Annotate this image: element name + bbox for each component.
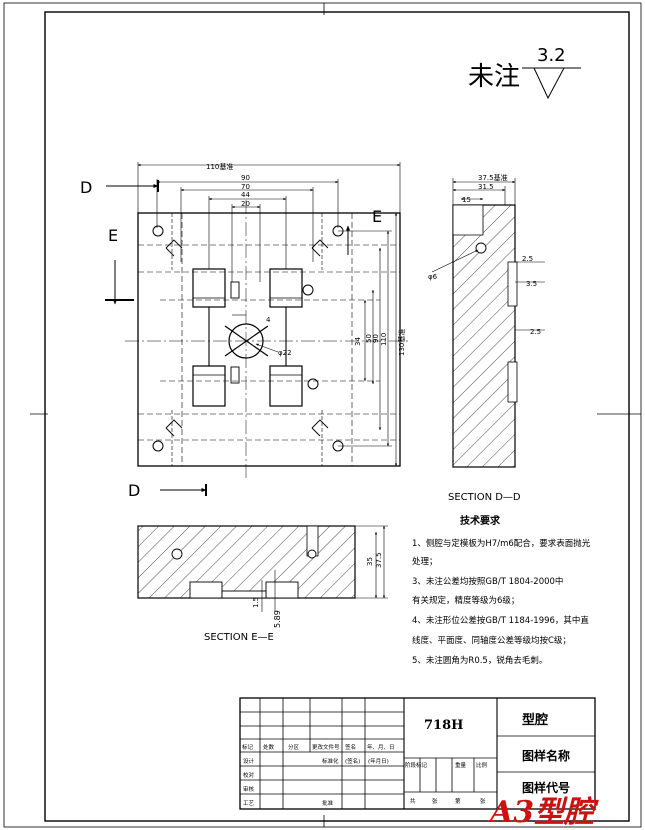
bottom-view-dim-text: 35 37.5 1.5 5.89 SECTION E—E xyxy=(204,552,383,643)
sprue-circle xyxy=(228,323,264,359)
svg-text:50: 50 xyxy=(365,334,373,343)
svg-text:标记: 标记 xyxy=(242,743,254,751)
svg-text:2.5: 2.5 xyxy=(530,328,541,336)
tech-req-title: 技术要求 xyxy=(460,514,501,527)
svg-text:110基准: 110基准 xyxy=(206,162,233,171)
svg-text:φ6: φ6 xyxy=(428,273,438,281)
surface-roughness-note: 未注 3.2 xyxy=(468,45,581,100)
svg-text:工艺: 工艺 xyxy=(243,800,255,807)
cavity-upper-left xyxy=(192,268,226,308)
svg-text:110: 110 xyxy=(380,333,388,346)
technical-requirements: 技术要求 1、侧腔与定模板为H7/m6配合，要求表面抛光 处理； 3、未注公差均… xyxy=(412,514,591,666)
cavity-lower-right xyxy=(269,365,303,407)
svg-text:重量: 重量 xyxy=(455,761,467,769)
svg-text:44: 44 xyxy=(241,191,250,199)
svg-text:4: 4 xyxy=(266,316,271,324)
svg-text:设计: 设计 xyxy=(243,757,255,765)
svg-text:34: 34 xyxy=(354,337,362,346)
svg-text:(签名): (签名) xyxy=(345,757,360,765)
section-mark-e-left: E xyxy=(108,226,118,245)
section-ee-caption: SECTION E—E xyxy=(204,632,274,643)
svg-text:5.89: 5.89 xyxy=(273,610,282,628)
svg-text:37.5基准: 37.5基准 xyxy=(478,173,508,182)
side-view-dimensions xyxy=(431,178,545,331)
plan-view-dim-text: 110基准 90 70 44 20 4 φ22 34 50 90 110 130… xyxy=(206,162,406,357)
svg-text:共: 共 xyxy=(410,797,416,805)
tech-req-line: 处理； xyxy=(412,556,438,567)
section-mark-e-right: E xyxy=(372,207,382,226)
material-label: 718H xyxy=(424,718,463,733)
sheet-stamp: A3型腔 xyxy=(487,795,599,830)
section-markers xyxy=(105,180,350,496)
svg-text:张: 张 xyxy=(432,797,438,805)
svg-text:签名: 签名 xyxy=(345,743,356,751)
svg-text:阶段标记: 阶段标记 xyxy=(405,761,428,769)
svg-text:37.5: 37.5 xyxy=(375,552,383,568)
svg-text:2.5: 2.5 xyxy=(522,255,533,263)
roughness-symbol-icon xyxy=(522,67,581,100)
plate-outline xyxy=(137,212,401,467)
svg-text:90: 90 xyxy=(372,334,380,343)
tech-req-line: 线度、平面度、同轴度公差等级均按C级； xyxy=(412,635,571,646)
roughness-value: 3.2 xyxy=(537,45,566,66)
svg-text:(年月日): (年月日) xyxy=(368,757,389,765)
title-block xyxy=(239,697,596,810)
svg-text:φ22: φ22 xyxy=(278,349,292,357)
svg-text:130基准: 130基准 xyxy=(397,329,406,356)
svg-text:15: 15 xyxy=(462,196,471,204)
plan-view xyxy=(125,200,410,480)
svg-text:批准: 批准 xyxy=(322,799,334,807)
sheet-frame xyxy=(3,2,642,828)
svg-text:1.5: 1.5 xyxy=(252,597,260,608)
cavity-upper-right xyxy=(269,268,303,308)
tech-req-line: 有关规定，精度等级为6级； xyxy=(412,595,519,606)
svg-text:标准化: 标准化 xyxy=(322,757,339,765)
section-mark-d-bottom: D xyxy=(128,481,140,500)
tech-req-line: 5、未注圆角为R0.5，锐角去毛刺。 xyxy=(412,655,547,666)
title-block-text: 718H 型腔 图样名称 图样代号 标记 处数 分区 更改文件号 签名 年、月、… xyxy=(242,712,570,807)
cavity-lower-left xyxy=(192,365,226,407)
svg-text:35: 35 xyxy=(366,557,374,566)
svg-text:张: 张 xyxy=(480,797,486,805)
svg-text:90: 90 xyxy=(241,174,250,182)
drawing-code-label: 图样代号 xyxy=(522,780,570,795)
svg-text:31.5: 31.5 xyxy=(478,183,494,191)
bottom-view xyxy=(137,525,356,599)
tech-req-line: 4、未注形位公差按GB/T 1184-1996，其中直 xyxy=(412,615,589,626)
svg-text:70: 70 xyxy=(241,183,250,191)
unspecified-label: 未注 xyxy=(468,62,520,92)
svg-text:比例: 比例 xyxy=(476,761,488,769)
side-view-dim-text: 37.5基准 31.5 15 2.5 3.5 2.5 φ6 SECTION D—… xyxy=(428,173,541,503)
svg-text:审核: 审核 xyxy=(243,785,255,793)
svg-text:更改文件号: 更改文件号 xyxy=(312,743,340,751)
side-view xyxy=(452,204,518,468)
svg-text:校对: 校对 xyxy=(243,771,255,779)
svg-text:年、月、日: 年、月、日 xyxy=(367,743,395,751)
plan-view-dimensions xyxy=(137,162,401,467)
svg-text:分区: 分区 xyxy=(288,743,300,751)
tech-req-line: 1、侧腔与定模板为H7/m6配合，要求表面抛光 xyxy=(412,538,591,549)
drawing-name-label: 图样名称 xyxy=(522,748,570,763)
svg-text:20: 20 xyxy=(241,200,250,208)
section-mark-d-top: D xyxy=(80,178,92,197)
svg-text:处数: 处数 xyxy=(263,743,275,751)
bottom-view-dimensions xyxy=(261,525,388,612)
svg-text:3.5: 3.5 xyxy=(526,280,537,288)
tech-req-line: 3、未注公差均按照GB/T 1804-2000中 xyxy=(412,576,563,587)
svg-text:第: 第 xyxy=(455,797,461,805)
part-name: 型腔 xyxy=(522,712,548,728)
section-dd-caption: SECTION D—D xyxy=(448,492,521,503)
